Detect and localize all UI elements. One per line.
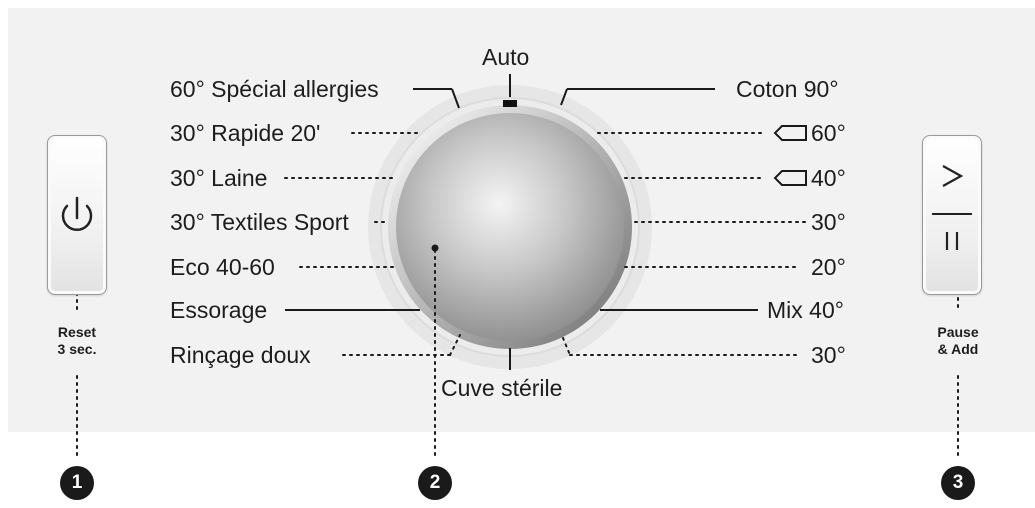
- program-left-2[interactable]: 30° Rapide 20': [170, 119, 320, 147]
- program-right-1[interactable]: Coton 90°: [736, 75, 839, 103]
- program-right-5[interactable]: 20°: [811, 253, 846, 281]
- program-dial[interactable]: [396, 113, 624, 341]
- pause-add-label: Pause & Add: [918, 324, 998, 358]
- program-left-7[interactable]: Rinçage doux: [170, 341, 311, 369]
- program-left-5[interactable]: Eco 40-60: [170, 253, 275, 281]
- program-left-4[interactable]: 30° Textiles Sport: [170, 208, 349, 236]
- program-left-1[interactable]: 60° Spécial allergies: [170, 75, 379, 103]
- reset-label: Reset 3 sec.: [37, 324, 117, 358]
- program-right-2[interactable]: 60°: [811, 119, 846, 147]
- callout-marker-1: 1: [60, 466, 94, 500]
- program-auto[interactable]: Auto: [482, 43, 529, 71]
- dial-indicator: [503, 100, 517, 107]
- play-pause-icon: [923, 136, 981, 294]
- program-right-7[interactable]: 30°: [811, 341, 846, 369]
- program-cuve-sterile[interactable]: Cuve stérile: [441, 374, 562, 402]
- program-left-6[interactable]: Essorage: [170, 296, 267, 324]
- tag-icons: [775, 126, 806, 185]
- start-pause-button[interactable]: [922, 135, 982, 295]
- program-right-3[interactable]: 40°: [811, 164, 846, 192]
- program-left-3[interactable]: 30° Laine: [170, 164, 267, 192]
- callout-marker-2: 2: [418, 466, 452, 500]
- program-right-6[interactable]: Mix 40°: [767, 296, 844, 324]
- power-button[interactable]: [47, 135, 107, 295]
- power-icon: [48, 136, 106, 294]
- program-right-4[interactable]: 30°: [811, 208, 846, 236]
- callout-marker-3: 3: [941, 466, 975, 500]
